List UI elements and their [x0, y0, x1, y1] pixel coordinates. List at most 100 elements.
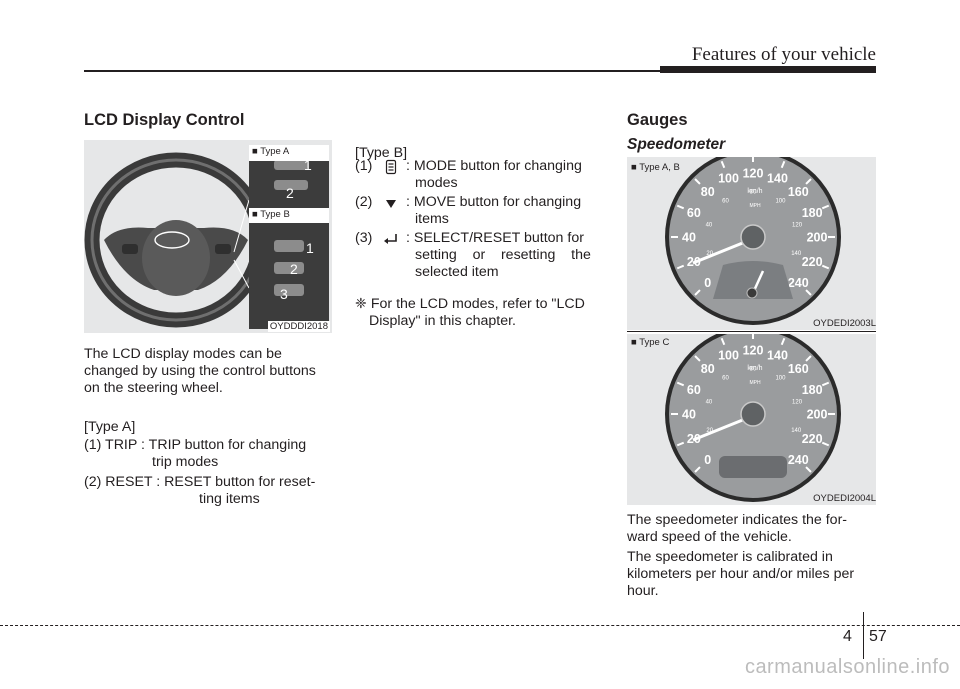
lcd-note: ❈ For the LCD modes, refer to "LCD Displ…	[355, 296, 615, 330]
kmh-tick-label: 160	[788, 362, 809, 376]
mph-tick-label: 20	[706, 428, 713, 434]
major-tick	[676, 264, 685, 270]
kmh-tick-label: 240	[788, 453, 809, 467]
type-b-label-text: [Type B]	[355, 145, 408, 161]
kmh-tick-label: 180	[802, 206, 823, 220]
mph-tick-label: 120	[792, 399, 803, 405]
page-number: 57	[869, 628, 887, 645]
type-b-move-desc: : MOVE button for changing	[406, 194, 582, 210]
mph-tick-label: 60	[722, 376, 729, 382]
type-b-item-move: (2) : MOVE button for changing items	[355, 194, 605, 230]
mph-unit-label: MPH	[749, 203, 761, 209]
lcd-intro-line: The LCD display modes can be	[84, 346, 282, 362]
note-line: For the LCD modes, refer to "LCD	[370, 296, 585, 312]
type-a-trip-desc: TRIP button for changing	[148, 437, 307, 453]
type-b-mode-num: (1)	[355, 158, 373, 174]
callout-2: 2	[290, 261, 298, 277]
kmh-tick-label: 0	[704, 453, 711, 467]
major-tick	[676, 441, 685, 447]
type-a-reset-desc-2: ting items	[199, 491, 260, 507]
kmh-tick-label: 220	[802, 255, 823, 269]
figure-type-label: ■ Type A, B	[631, 162, 680, 173]
major-tick	[805, 355, 812, 362]
major-tick	[676, 381, 685, 387]
kmh-tick-label: 160	[788, 185, 809, 199]
type-b-label-bg	[249, 208, 329, 223]
desc-line: kilometers per hour and/or miles per	[627, 566, 855, 582]
desc-line: The speedometer is calibrated in	[627, 549, 833, 565]
mode-icon	[385, 159, 397, 175]
figure-type-label: ■ Type C	[631, 337, 670, 348]
type-b-move-desc-2: items	[415, 211, 449, 227]
kmh-tick-label: 40	[682, 231, 696, 245]
move-down-icon	[386, 200, 396, 208]
major-tick	[694, 355, 701, 362]
kmh-tick-label: 100	[718, 171, 739, 185]
major-tick	[805, 289, 812, 296]
kmh-tick-label: 0	[704, 276, 711, 290]
figure-divider	[627, 331, 876, 332]
type-b-select-num: (3)	[355, 230, 373, 246]
mph-unit-label: MPH	[749, 380, 761, 386]
enter-icon	[384, 234, 397, 244]
major-tick	[720, 160, 726, 169]
type-b-mode-desc: : MODE button for changing	[406, 158, 582, 174]
needle-hub	[740, 401, 766, 427]
type-a-reset-key: (2) RESET :	[84, 474, 161, 490]
kmh-tick-label: 180	[802, 383, 823, 397]
lcd-window	[719, 456, 787, 478]
sub-hub	[746, 287, 758, 299]
major-tick	[694, 466, 701, 473]
kmh-tick-label: 220	[802, 432, 823, 446]
chapter-number: 4	[843, 628, 852, 645]
speedometer-desc-1: The speedometer indicates the for- ward …	[627, 512, 879, 546]
sub-gauge	[713, 261, 793, 299]
mph-tick-label: 140	[791, 251, 802, 257]
major-tick	[780, 337, 786, 346]
steering-wheel-figure: ■ Type A ■ Type B 1 2 1 2 3 OYDDDI2018	[84, 140, 332, 333]
type-b-item-mode: (1) : MODE button for changing modes	[355, 158, 605, 194]
major-tick	[720, 337, 726, 346]
lcd-intro-line: on the steering wheel.	[84, 380, 223, 396]
mph-tick-label: 40	[706, 399, 713, 405]
kmh-tick-label: 120	[743, 167, 764, 181]
type-a-trip-key: (1) TRIP :	[84, 437, 145, 453]
mph-tick-label: 120	[792, 222, 803, 228]
note-line: Display" in this chapter.	[369, 313, 516, 329]
unit-label: km/h	[747, 365, 762, 372]
kmh-tick-label: 60	[687, 206, 701, 220]
speedometer-dial: 0204060801001201401601802002202402040608…	[665, 334, 841, 502]
type-b-select-desc: : SELECT/RESET button for	[406, 230, 584, 246]
major-tick	[676, 204, 685, 210]
header-rule	[84, 70, 876, 72]
type-b-select-desc-2: setting or resetting the	[415, 247, 591, 263]
type-b-move-num: (2)	[355, 194, 373, 210]
footer-page-divider	[863, 612, 864, 659]
mph-tick-label: 80	[750, 190, 757, 196]
kmh-tick-label: 200	[807, 231, 828, 245]
speedometer-figure-type-c: 0204060801001201401601802002202402040608…	[627, 334, 876, 505]
mph-tick-label: 100	[775, 376, 786, 382]
speedometer-figure-type-ab: 0204060801001201401601802002202402040608…	[627, 157, 876, 330]
kmh-tick-label: 80	[701, 362, 715, 376]
callout-1: 1	[306, 240, 314, 256]
unit-label: km/h	[747, 188, 762, 195]
watermark: carmanualsonline.info	[744, 656, 950, 678]
major-tick	[780, 160, 786, 169]
type-a-label-text: [Type A]	[84, 419, 136, 435]
figure-code: OYDEDI2003L	[813, 318, 876, 329]
figure-code: OYDEDI2004L	[813, 493, 876, 504]
mph-tick-label: 100	[775, 199, 786, 205]
kmh-tick-label: 100	[718, 348, 739, 362]
type-a-reset-desc: RESET button for reset-	[164, 474, 316, 490]
lcd-intro-line: changed by using the control buttons	[84, 363, 316, 379]
major-tick	[821, 204, 830, 210]
lcd-heading: LCD Display Control	[84, 111, 245, 129]
kmh-tick-label: 140	[767, 348, 788, 362]
steering-wheel-illustration	[84, 145, 329, 329]
kmh-tick-label: 80	[701, 185, 715, 199]
kmh-tick-label: 200	[807, 408, 828, 422]
speedometer-desc-2: The speedometer is calibrated in kilomet…	[627, 549, 879, 600]
major-tick	[694, 178, 701, 185]
mph-tick-label: 60	[722, 199, 729, 205]
